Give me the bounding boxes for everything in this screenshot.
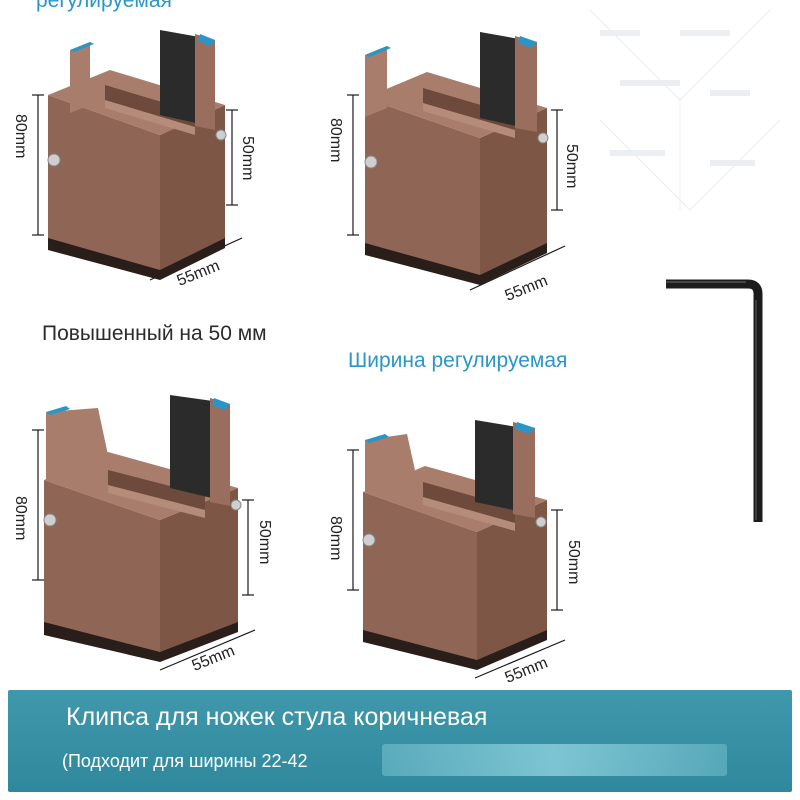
dim-height-total: 80mm bbox=[327, 516, 344, 561]
top-caption-cut: регулируемая bbox=[36, 0, 172, 12]
caption-raised: Повышенный на 50 мм bbox=[42, 322, 267, 345]
furniture-riser-icon bbox=[32, 395, 256, 671]
banner-title: Клипса для ножек стула коричневая bbox=[66, 703, 488, 731]
hex-key-icon bbox=[666, 279, 763, 522]
furniture-riser-icon bbox=[347, 420, 566, 679]
dim-height-total: 80mm bbox=[12, 496, 29, 541]
furniture-riser-icon bbox=[32, 30, 243, 281]
dim-height-riser: 50mm bbox=[256, 520, 273, 565]
dim-height-riser: 50mm bbox=[563, 144, 580, 189]
dim-height-riser: 50mm bbox=[239, 136, 256, 181]
caption-width-adjustable: Ширина регулируемая bbox=[348, 349, 568, 372]
banner-subtitle: (Подходит для ширины 22-42 bbox=[62, 751, 308, 771]
furniture-riser-icon bbox=[347, 32, 566, 291]
riser-product-4: 80mm 50mm 55mm bbox=[325, 400, 625, 700]
dim-height-total: 80mm bbox=[327, 118, 344, 163]
riser-product-2: 80mm 50mm 55mm bbox=[325, 10, 625, 310]
riser-product-3: 80mm 50mm 55mm bbox=[10, 380, 310, 680]
dim-height-riser: 50mm bbox=[565, 540, 582, 585]
riser-product-1: 80mm 50mm 55mm bbox=[10, 10, 310, 310]
watermark-pattern bbox=[589, 9, 781, 211]
obscured-text-region bbox=[382, 744, 727, 776]
dim-height-total: 80mm bbox=[12, 114, 29, 159]
title-banner: Клипса для ножек стула коричневая (Подхо… bbox=[8, 690, 792, 792]
